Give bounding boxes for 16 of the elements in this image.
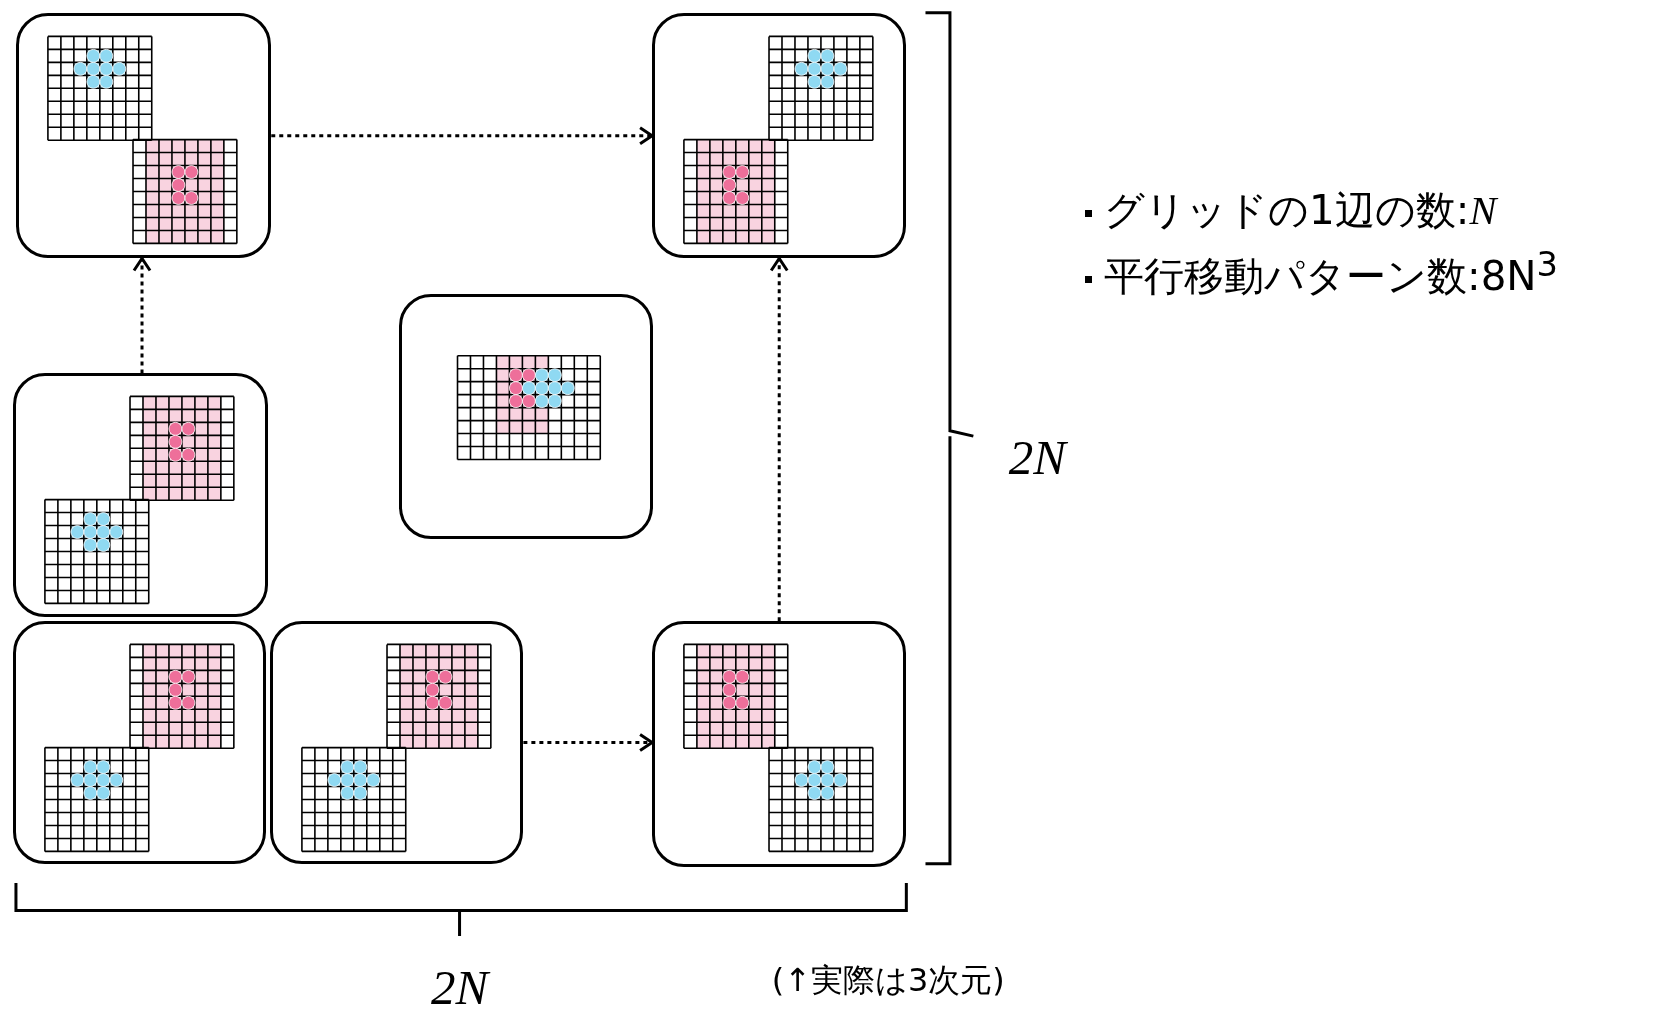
arrow [523,733,654,752]
bullet-text: 平行移動パターン数:8N$^{3}$ [1085,244,1559,305]
rounded-box [270,621,524,864]
rounded-box [398,293,654,540]
dimension-label: 2N [431,958,489,1012]
arrow [271,126,654,146]
rounded-box [652,12,907,259]
rounded-box [15,12,272,259]
arrow [132,257,152,374]
dimension-label: 2N [1008,428,1066,486]
rounded-box [652,621,907,867]
bullet-text: グリッドの1辺の数:N [1085,183,1497,239]
note-text: (↑実際は3次元) [771,960,1005,1002]
arrow [769,257,789,622]
rounded-box [12,373,269,617]
rounded-box [12,621,266,864]
